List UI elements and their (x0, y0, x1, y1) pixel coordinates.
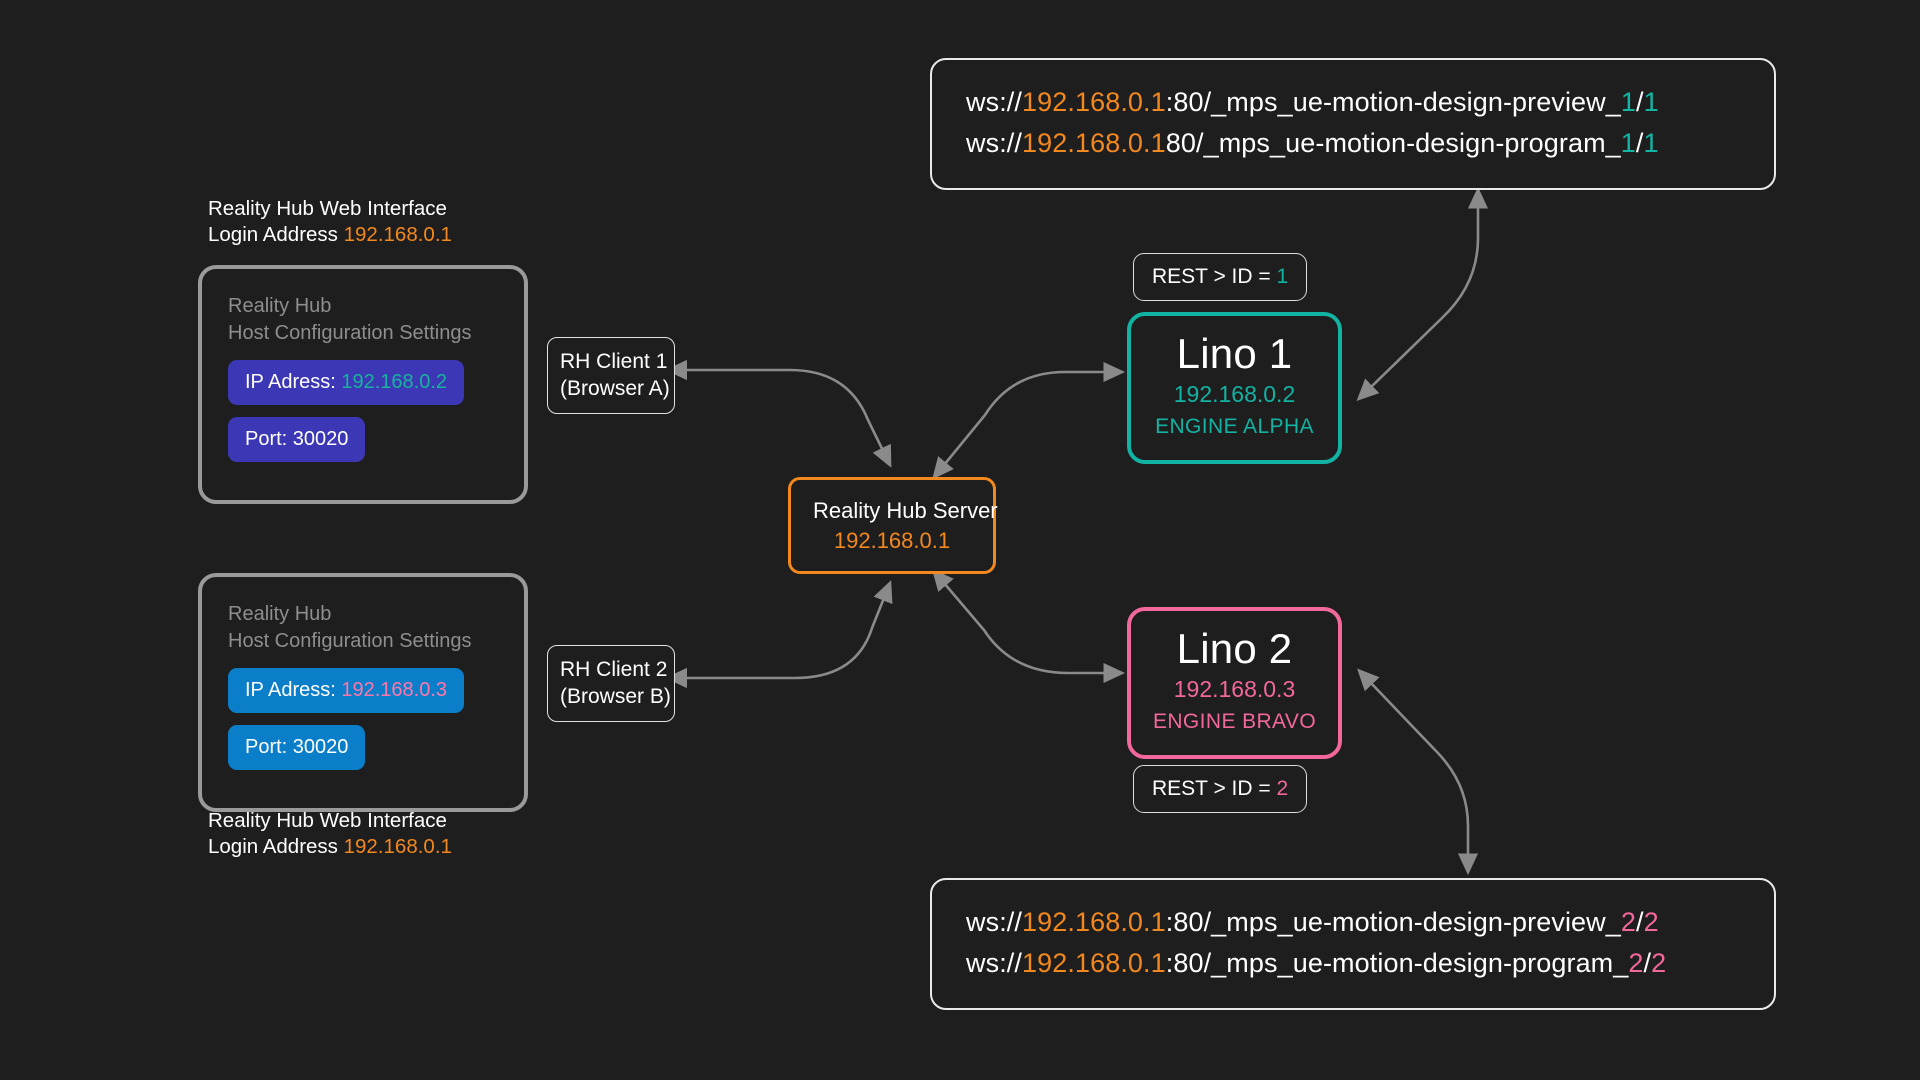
rh-client-1-line2: (Browser A) (560, 377, 670, 401)
rest-badge-2-value: 2 (1276, 777, 1289, 800)
port-chip-row-2: Port: 30020 (228, 725, 498, 782)
port-chip-row-1: Port: 30020 (228, 417, 498, 474)
rh-client-1-box[interactable]: RH Client 1 (Browser A) (547, 337, 675, 414)
caption-top-line1: Reality Hub Web Interface (208, 197, 447, 220)
url-id2: 2 (1643, 907, 1659, 937)
url-id2: 1 (1643, 128, 1659, 159)
lino-2-ip: 192.168.0.3 (1173, 676, 1296, 703)
url-ip: 192.168.0.1 (1022, 128, 1166, 159)
ip-address-label-2: IP Adress: (245, 679, 342, 702)
rh-client-1-line1: RH Client 1 (560, 350, 668, 373)
caption-top-label: Login Address (208, 223, 344, 247)
rest-badge-2-label: REST > ID = (1152, 777, 1277, 800)
url-ip: 192.168.0.1 (1022, 948, 1166, 979)
host-config-title-2-line2: Host Configuration Settings (228, 629, 472, 652)
rh-client-2-box[interactable]: RH Client 2 (Browser B) (547, 645, 675, 722)
url-id: 2 (1628, 948, 1644, 979)
rest-badge-1-label: REST > ID = (1152, 265, 1277, 288)
host-config-title-2-line1: Reality Hub (228, 603, 332, 625)
url-line-program-2: ws://192.168.0.1:80/_mps_ue-motion-desig… (966, 943, 1740, 984)
rest-badge-1[interactable]: REST > ID = 1 (1133, 253, 1308, 301)
lino-2-node[interactable]: Lino 2 192.168.0.3 ENGINE BRAVO (1127, 607, 1342, 759)
host-config-title-1-line1: Reality Hub (228, 295, 332, 317)
rh-client-2-line1: RH Client 2 (560, 658, 668, 681)
url-scheme: ws:// (966, 128, 1023, 159)
caption-top: Reality Hub Web Interface Login Address … (208, 196, 452, 248)
url-id2: 1 (1643, 87, 1659, 117)
lino-1-node[interactable]: Lino 1 192.168.0.2 ENGINE ALPHA (1127, 312, 1342, 464)
port-chip-2[interactable]: Port: 30020 (228, 725, 366, 771)
url-sep: / (1636, 907, 1644, 937)
url-ip: 192.168.0.1 (1022, 907, 1166, 937)
websocket-url-box-top: ws://192.168.0.1:80/_mps_ue-motion-desig… (930, 58, 1776, 191)
wire-client2-server (665, 580, 893, 689)
wire-lino2-urlbottom (1357, 668, 1479, 876)
url-sep: / (1643, 948, 1652, 979)
url-id: 2 (1620, 907, 1637, 937)
url-id: 1 (1620, 128, 1636, 159)
port-chip-1[interactable]: Port: 30020 (228, 417, 366, 463)
caption-bottom-label: Login Address (208, 835, 344, 859)
ip-address-chip-2[interactable]: IP Adress: 192.168.0.3 (228, 668, 465, 714)
lino-1-name: Lino 1 (1176, 330, 1293, 377)
host-config-title-2: Reality Hub Host Configuration Settings (228, 601, 498, 654)
wire-client1-server (665, 359, 892, 468)
rest-badge-1-value: 1 (1276, 265, 1289, 288)
caption-bottom-ip: 192.168.0.1 (343, 835, 452, 859)
url-sep: / (1636, 87, 1644, 117)
ip-chip-row-2: IP Adress: 192.168.0.3 (228, 668, 498, 725)
url-line-preview-2: ws://192.168.0.1:80/_mps_ue-motion-desig… (966, 902, 1740, 943)
wire-server-lino2 (931, 568, 1126, 684)
rh-client-2-line2: (Browser B) (560, 685, 671, 709)
host-config-panel-1: Reality Hub Host Configuration Settings … (198, 265, 528, 505)
ip-address-chip-1[interactable]: IP Adress: 192.168.0.2 (228, 360, 465, 406)
url-line-preview-1: ws://192.168.0.1:80/_mps_ue-motion-desig… (966, 82, 1740, 123)
host-config-title-1-line2: Host Configuration Settings (228, 321, 472, 344)
host-config-title-1: Reality Hub Host Configuration Settings (228, 293, 498, 346)
url-id2: 2 (1651, 948, 1667, 979)
url-path: :80/_mps_ue-motion-design-preview_ (1165, 87, 1621, 117)
server-ip: 192.168.0.1 (833, 527, 951, 553)
url-path: 80/_mps_ue-motion-design-program_ (1165, 128, 1621, 159)
url-scheme: ws:// (966, 948, 1023, 979)
ip-address-value-2: 192.168.0.3 (341, 679, 448, 702)
caption-top-line2: Login Address 192.168.0.1 (208, 222, 452, 248)
host-config-panel-2: Reality Hub Host Configuration Settings … (198, 573, 528, 813)
caption-top-ip: 192.168.0.1 (343, 223, 452, 247)
server-name: Reality Hub Server (813, 498, 998, 523)
caption-bottom-line2: Login Address 192.168.0.1 (208, 834, 452, 860)
url-path: :80/_mps_ue-motion-design-preview_ (1165, 907, 1621, 937)
url-scheme: ws:// (966, 907, 1023, 937)
lino-2-name: Lino 2 (1176, 625, 1293, 672)
caption-bottom: Reality Hub Web Interface Login Address … (208, 808, 452, 860)
url-scheme: ws:// (966, 87, 1023, 117)
wire-lino1-urltop (1356, 186, 1489, 402)
url-sep: / (1635, 128, 1644, 159)
websocket-url-box-bottom: ws://192.168.0.1:80/_mps_ue-motion-desig… (930, 878, 1776, 1011)
ip-chip-row-1: IP Adress: 192.168.0.2 (228, 360, 498, 417)
lino-2-engine: ENGINE BRAVO (1152, 709, 1317, 733)
ip-address-label-1: IP Adress: (245, 371, 342, 394)
lino-1-ip: 192.168.0.2 (1173, 381, 1296, 408)
rest-badge-2[interactable]: REST > ID = 2 (1133, 765, 1308, 813)
wire-server-lino1 (932, 361, 1126, 480)
caption-bottom-line1: Reality Hub Web Interface (208, 809, 447, 832)
lino-1-engine: ENGINE ALPHA (1155, 414, 1314, 438)
reality-hub-server-node[interactable]: Reality Hub Server 192.168.0.1 (788, 477, 998, 575)
url-ip: 192.168.0.1 (1022, 87, 1166, 117)
url-path: :80/_mps_ue-motion-design-program_ (1165, 948, 1629, 979)
url-line-program-1: ws://192.168.0.180/_mps_ue-motion-design… (966, 123, 1740, 164)
url-id: 1 (1620, 87, 1637, 117)
ip-address-value-1: 192.168.0.2 (341, 371, 448, 394)
